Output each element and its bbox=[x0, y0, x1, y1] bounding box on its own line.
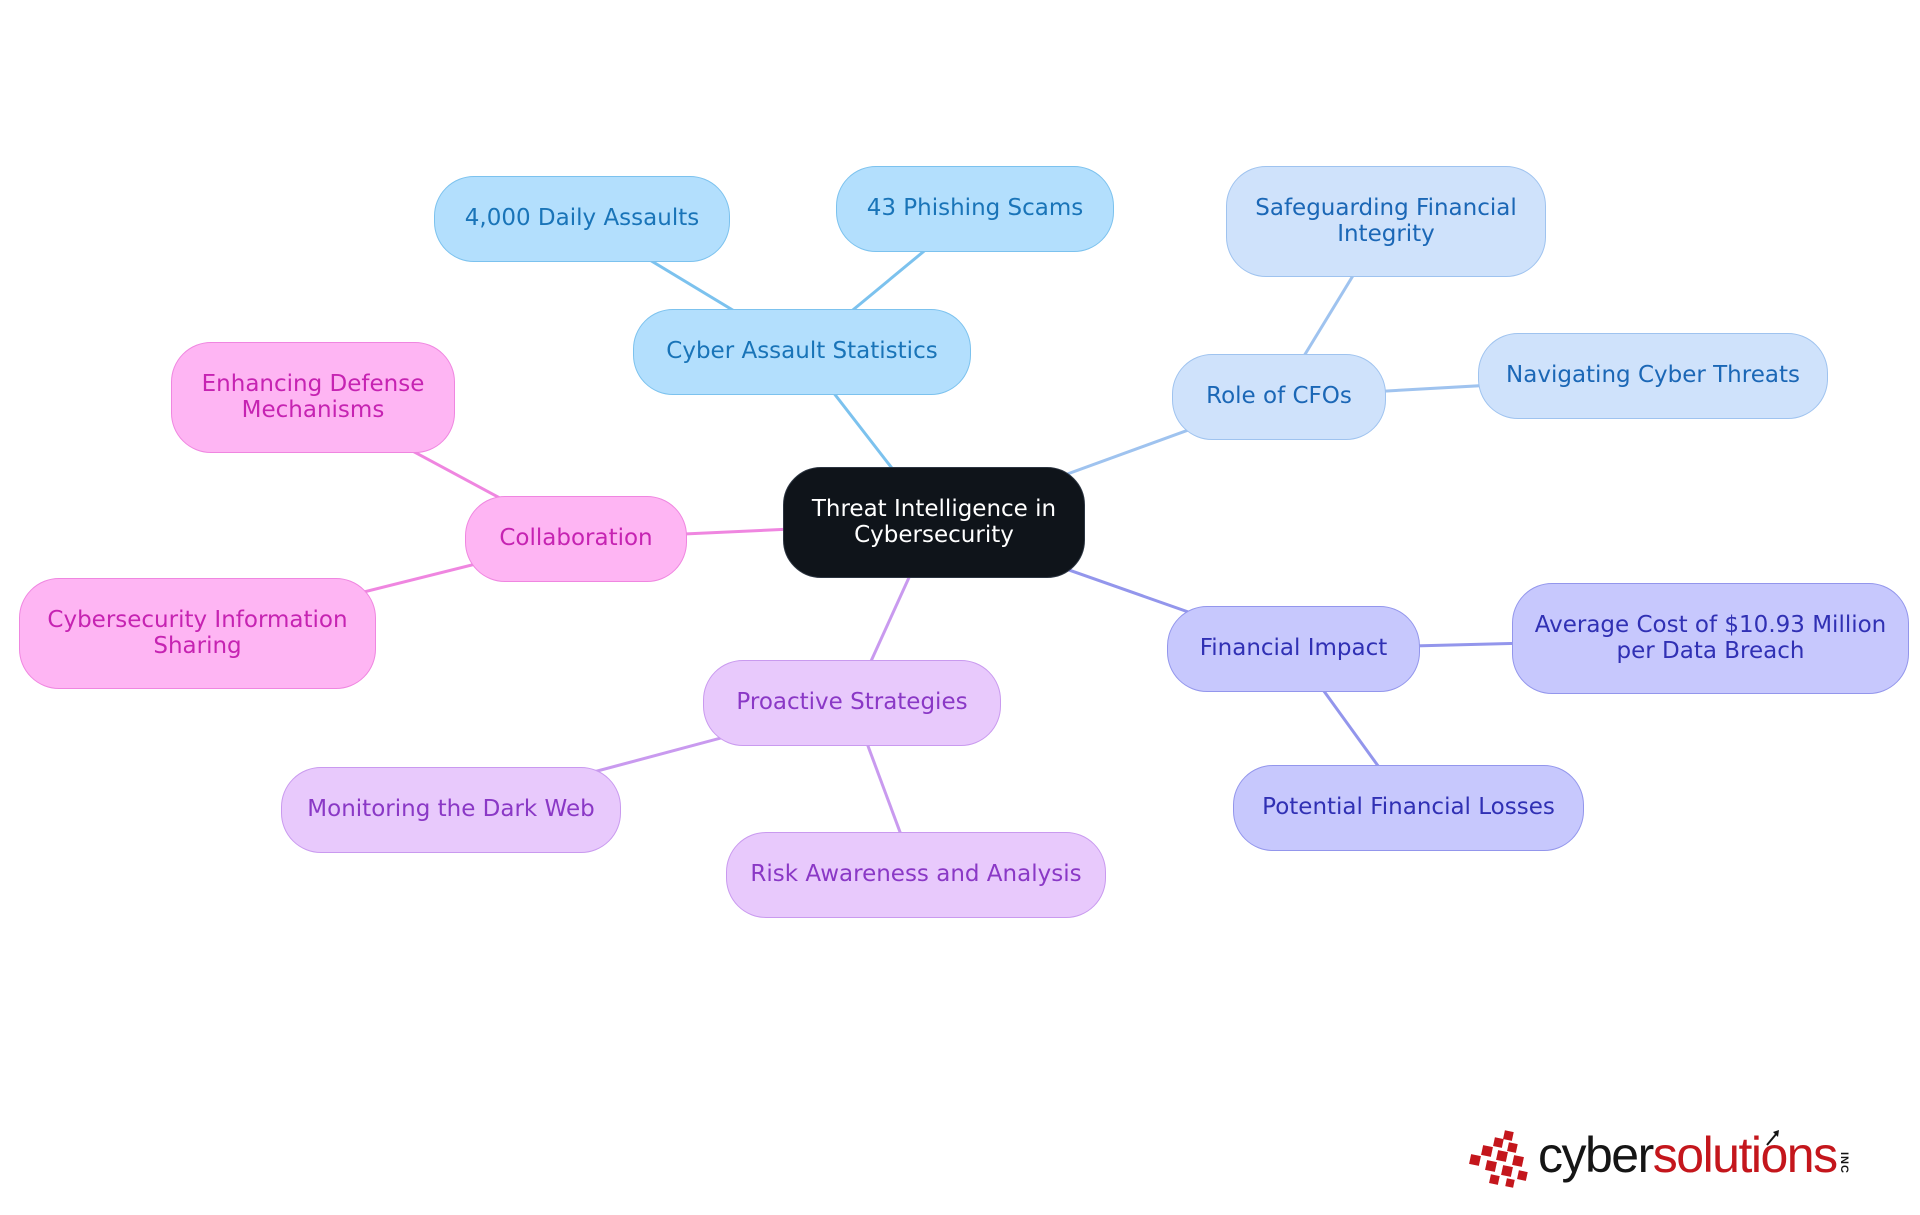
leaf-navigating-cyber-threats: Navigating Cyber Threats bbox=[1478, 333, 1828, 419]
logo-inc: INC bbox=[1838, 1152, 1850, 1174]
branch-financial-impact: Financial Impact bbox=[1167, 606, 1420, 692]
leaf-potential-financial-losses: Potential Financial Losses bbox=[1233, 765, 1584, 851]
logo-wordmark: cybersolutions bbox=[1538, 1127, 1838, 1183]
branch-collaboration: Collaboration bbox=[465, 496, 687, 582]
logo-mark-icon bbox=[1469, 1130, 1528, 1188]
logo-arrow-icon bbox=[1766, 1130, 1779, 1146]
cybersolutions-logo: cybersolutions INC bbox=[1468, 1127, 1868, 1190]
branch-role-of-cfos: Role of CFOs bbox=[1172, 354, 1386, 440]
branch-cyber-assault-statistics: Cyber Assault Statistics bbox=[633, 309, 971, 395]
leaf-phishing-scams: 43 Phishing Scams bbox=[836, 166, 1114, 252]
leaf-daily-assaults: 4,000 Daily Assaults bbox=[434, 176, 730, 262]
leaf-risk-awareness: Risk Awareness and Analysis bbox=[726, 832, 1106, 918]
leaf-monitoring-dark-web: Monitoring the Dark Web bbox=[281, 767, 621, 853]
branch-proactive-strategies: Proactive Strategies bbox=[703, 660, 1001, 746]
